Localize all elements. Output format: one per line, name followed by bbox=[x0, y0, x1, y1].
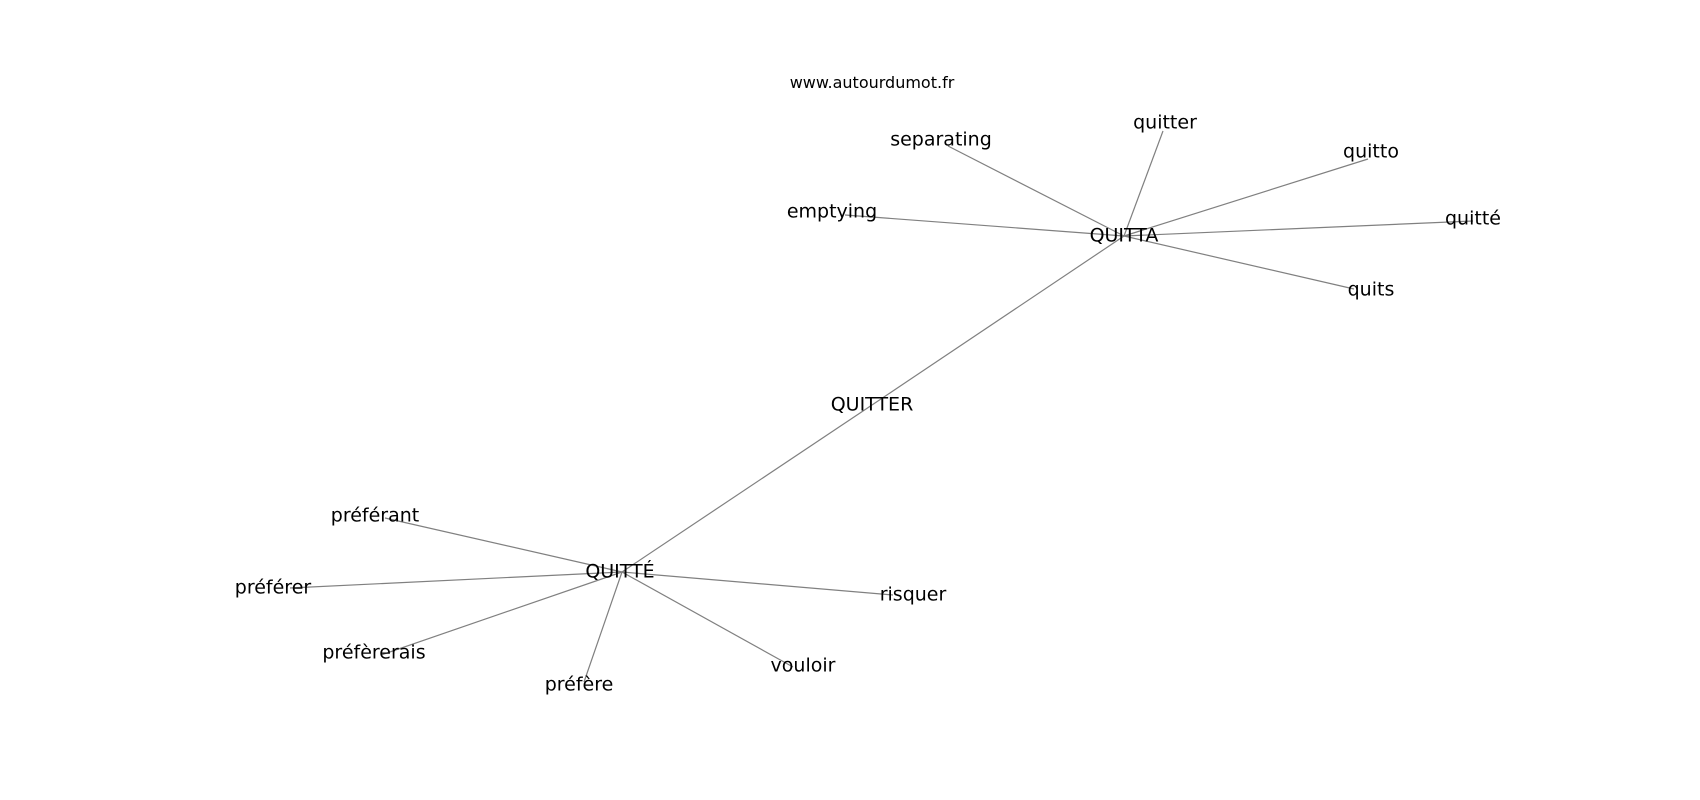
edge-quitte_main-preferant bbox=[384, 517, 623, 573]
edge-quitte_main-prefere bbox=[583, 571, 623, 683]
edge-quitta-emptying bbox=[844, 214, 1125, 237]
source-url: www.autourdumot.fr bbox=[790, 73, 955, 92]
edge-quitta-quits bbox=[1123, 235, 1355, 290]
edge-quitta-quitto bbox=[1123, 158, 1369, 237]
node-prefere[interactable]: préfère bbox=[545, 674, 614, 696]
node-quitter_main[interactable]: QUITTER bbox=[831, 394, 914, 416]
edge-quitta-quitter_main bbox=[871, 235, 1125, 406]
node-quitter[interactable]: quitter bbox=[1133, 112, 1197, 134]
nodes-layer: QUITTER QUITTA QUITTÉ separating quitter quit… bbox=[235, 112, 1501, 696]
edge-quitta-quitter bbox=[1123, 130, 1164, 237]
edge-quitte_main-risquer bbox=[621, 571, 894, 596]
node-separating[interactable]: separating bbox=[890, 129, 992, 151]
node-quitte[interactable]: quitté bbox=[1445, 208, 1501, 230]
node-vouloir[interactable]: vouloir bbox=[771, 655, 836, 677]
node-quitta[interactable]: QUITTA bbox=[1090, 225, 1159, 247]
node-quitte_main[interactable]: QUITTÉ bbox=[585, 560, 654, 583]
edges-layer bbox=[289, 130, 1474, 683]
edge-quitte_main-prefererais bbox=[380, 571, 623, 656]
edge-quitte_main-vouloir bbox=[621, 571, 794, 668]
node-preferant[interactable]: préférant bbox=[331, 505, 419, 527]
node-quitto[interactable]: quitto bbox=[1343, 141, 1399, 163]
edge-quitte_main-preferer bbox=[289, 571, 623, 589]
node-risquer[interactable]: risquer bbox=[880, 584, 947, 606]
node-preferer[interactable]: préférer bbox=[235, 577, 312, 599]
node-emptying[interactable]: emptying bbox=[787, 201, 877, 223]
edge-quitter_main-quitte_main bbox=[621, 404, 873, 573]
edge-quitta-quitte bbox=[1123, 220, 1474, 237]
node-quits[interactable]: quits bbox=[1348, 279, 1395, 301]
edge-quitta-separating bbox=[947, 145, 1125, 237]
node-prefererais[interactable]: préfèrerais bbox=[322, 642, 425, 664]
